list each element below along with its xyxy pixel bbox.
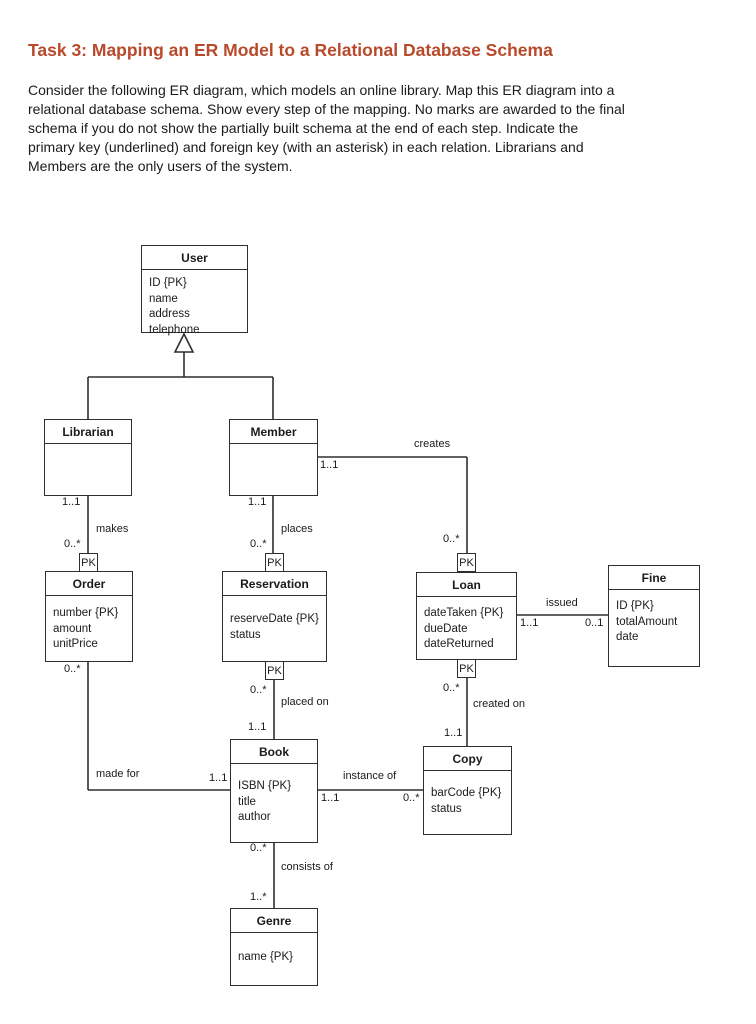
mult-genre-consists-of: 1..* — [250, 891, 267, 903]
entity-order-title: Order — [46, 572, 132, 596]
entity-loan-attributes: dateTaken {PK} dueDate dateReturned — [417, 597, 516, 653]
attribute: date — [616, 631, 639, 643]
entity-fine-attributes: ID {PK} totalAmount date — [609, 590, 699, 646]
entity-order-attributes: number {PK} amount unitPrice — [46, 596, 132, 653]
entity-order: Order number {PK} amount unitPrice — [45, 571, 133, 662]
rel-label-creates: creates — [414, 438, 451, 450]
mult-reservation-places: 0..* — [250, 538, 267, 550]
mult-member-places: 1..1 — [248, 496, 267, 508]
mult-book-placed-on: 1..1 — [248, 721, 267, 733]
attribute: title — [238, 795, 256, 808]
entity-user-title: User — [142, 246, 247, 270]
mult-loan-issued: 1..1 — [520, 617, 539, 629]
attribute: barCode {PK} — [431, 787, 502, 799]
entity-loan-title: Loan — [417, 573, 516, 597]
mult-book-consists-of: 0..* — [250, 842, 267, 854]
rel-label-placed-on: placed on — [281, 696, 329, 708]
entity-copy-attributes: barCode {PK} status — [424, 771, 511, 817]
entity-reservation-title: Reservation — [223, 572, 326, 596]
attribute: amount — [53, 622, 92, 635]
mult-book-made-for: 1..1 — [209, 772, 228, 784]
pk-qualifier-reservation-bottom: PK — [265, 661, 284, 680]
entity-user: User ID {PK} name address telephone — [141, 245, 248, 336]
attribute: ID {PK} — [616, 600, 654, 612]
attribute: status — [230, 628, 261, 641]
mult-loan-created-on: 0..* — [443, 682, 460, 694]
entity-member: Member — [229, 419, 318, 496]
attribute: totalAmount — [616, 615, 678, 628]
rel-label-consists-of: consists of — [281, 861, 333, 873]
entity-book-title: Book — [231, 740, 317, 764]
rel-label-makes: makes — [96, 523, 129, 535]
pk-qualifier-reservation-top: PK — [265, 553, 284, 572]
mult-member-creates: 1..1 — [320, 459, 339, 471]
mult-book-instance-of: 1..1 — [321, 792, 340, 804]
attribute: dateTaken {PK} — [424, 607, 504, 619]
mult-copy-instance-of: 0..* — [403, 792, 420, 804]
task-description-line: Members are the only users of the system… — [28, 158, 293, 174]
attribute: name — [149, 292, 178, 305]
entity-reservation: Reservation reserveDate {PK} status — [222, 571, 327, 662]
entity-fine-title: Fine — [609, 566, 699, 590]
mult-reservation-placed-on: 0..* — [250, 684, 267, 696]
rel-label-places: places — [281, 523, 313, 535]
task-description-line: schema if you do not show the partially … — [28, 120, 579, 136]
entity-genre: Genre name {PK} — [230, 908, 318, 986]
entity-book: Book ISBN {PK} title author — [230, 739, 318, 843]
attribute: ISBN {PK} — [238, 780, 292, 792]
attribute: address — [149, 308, 190, 320]
task-description: Consider the following ER diagram, which… — [28, 81, 740, 176]
entity-member-title: Member — [230, 420, 317, 444]
entity-genre-title: Genre — [231, 909, 317, 933]
entity-fine: Fine ID {PK} totalAmount date — [608, 565, 700, 667]
entity-copy-title: Copy — [424, 747, 511, 771]
attribute: dateReturned — [424, 638, 494, 650]
entity-reservation-attributes: reserveDate {PK} status — [223, 596, 326, 643]
entity-librarian-title: Librarian — [45, 420, 131, 444]
entity-genre-attributes: name {PK} — [231, 933, 317, 966]
pk-qualifier-order: PK — [79, 553, 98, 572]
entity-book-attributes: ISBN {PK} title author — [231, 764, 317, 826]
attribute: dueDate — [424, 622, 468, 635]
pk-qualifier-loan-top: PK — [457, 553, 476, 572]
attribute: reserveDate {PK} — [230, 613, 319, 625]
entity-user-attributes: ID {PK} name address telephone — [142, 270, 247, 338]
attribute: name {PK} — [238, 951, 293, 963]
mult-fine-issued: 0..1 — [585, 617, 604, 629]
generalization-triangle-icon — [173, 332, 195, 353]
mult-copy-created-on: 1..1 — [444, 727, 463, 739]
attribute: ID {PK} — [149, 277, 187, 289]
attribute: unitPrice — [53, 638, 98, 650]
mult-order-made-for: 0..* — [64, 663, 81, 675]
pk-qualifier-loan-bottom: PK — [457, 659, 476, 678]
entity-librarian: Librarian — [44, 419, 132, 496]
entity-copy: Copy barCode {PK} status — [423, 746, 512, 835]
task-description-line: primary key (underlined) and foreign key… — [28, 139, 584, 155]
mult-librarian-makes: 1..1 — [62, 496, 81, 508]
attribute: author — [238, 811, 271, 823]
attribute: status — [431, 802, 462, 815]
rel-label-created-on: created on — [473, 698, 525, 710]
entity-loan: Loan dateTaken {PK} dueDate dateReturned — [416, 572, 517, 660]
task-description-line: Consider the following ER diagram, which… — [28, 82, 615, 98]
rel-label-issued: issued — [546, 597, 578, 609]
rel-label-made-for: made for — [96, 768, 140, 780]
task-description-line: relational database schema. Show every s… — [28, 101, 625, 117]
attribute: number {PK} — [53, 607, 119, 619]
rel-label-instance-of: instance of — [343, 770, 397, 782]
mult-order-makes: 0..* — [64, 538, 81, 550]
attribute: telephone — [149, 323, 200, 336]
mult-loan-creates: 0..* — [443, 533, 460, 545]
page-title: Task 3: Mapping an ER Model to a Relatio… — [28, 40, 553, 60]
